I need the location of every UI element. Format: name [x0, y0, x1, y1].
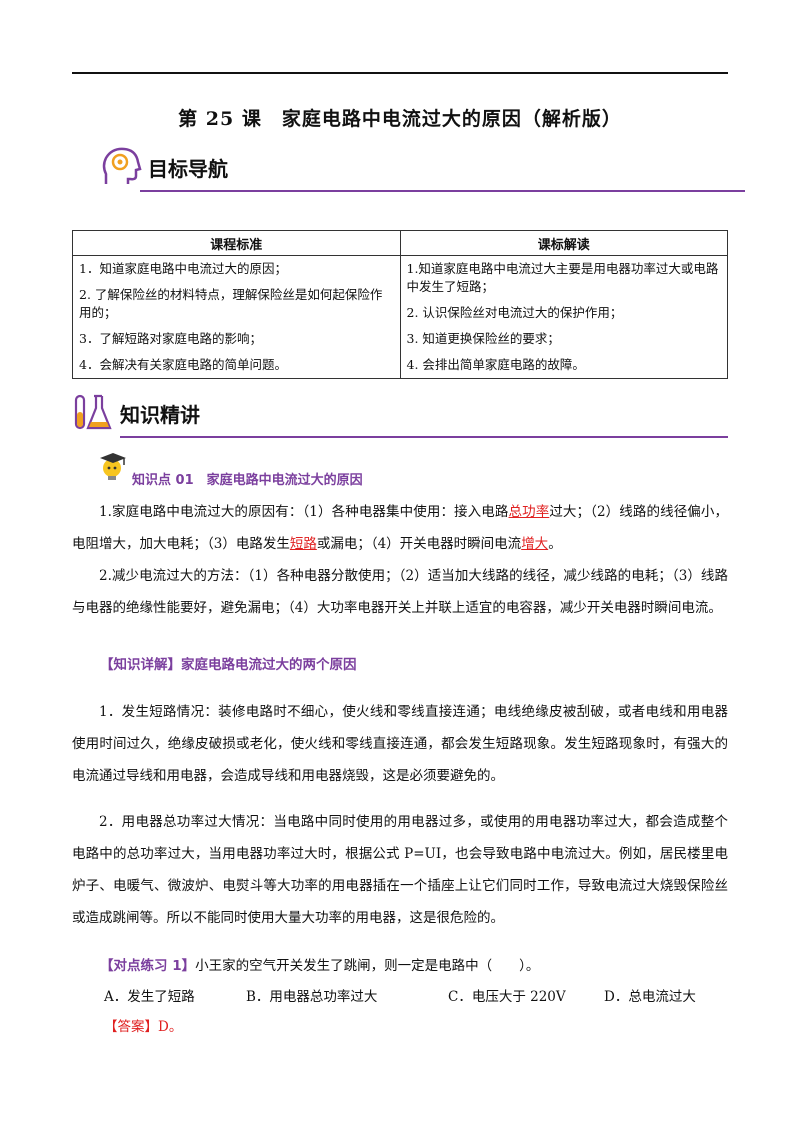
knowledge-section-header: 知识精讲 [72, 394, 728, 438]
section-underline [120, 436, 728, 438]
option-a: A．发生了短路 [104, 989, 195, 1005]
reason-text: 过大；（2）线路的线径偏小，电阻增大，加大电耗；（3）电路发生 [72, 504, 729, 552]
page-title: 第 25 课 家庭电路中电流过大的原因（解析版） [178, 108, 622, 130]
standard-item: 1．知道家庭电路中电流过大的原因； [79, 261, 287, 276]
standard-item: 2. 了解保险丝的材料特点，理解保险丝是如何起保险作用的； [79, 287, 383, 320]
standard-item: 3．了解短路对家庭电路的影响； [79, 331, 262, 346]
interpretation-item: 4. 会排出简单家庭电路的故障。 [406, 357, 585, 372]
option-b: B．用电器总功率过大 [246, 989, 378, 1005]
method-paragraph: 2.减少电流过大的方法：（1）各种电器分散使用；（2）适当加大线路的线径，减少线… [72, 568, 728, 616]
table-header-interpretation: 课标解读 [399, 230, 728, 256]
lab-flask-icon [74, 394, 112, 430]
detail-overload: 2．用电器总功率过大情况：当电路中同时使用的用电器过多，或使用的用电器功率过大，… [72, 814, 728, 926]
interpretation-item: 2. 认识保险丝对电流过大的保护作用； [406, 305, 623, 320]
detail-heading: 【知识详解】家庭电路电流过大的两个原因 [100, 657, 357, 673]
reason-text: 或漏电；（4）开关电器时瞬间电流 [316, 536, 522, 552]
interpretation-cell: 1.知道家庭电路中电流过大主要是用电器功率过大或电路中发生了短路； 2. 认识保… [399, 255, 728, 379]
option-d: D．总电流过大 [604, 989, 696, 1005]
standard-cell: 1．知道家庭电路中电流过大的原因； 2. 了解保险丝的材料特点，理解保险丝是如何… [72, 255, 401, 379]
highlight-increase: 增大 [521, 536, 549, 552]
graduate-bulb-icon [100, 453, 126, 480]
section-title-knowledge: 知识精讲 [120, 403, 200, 427]
goal-section-header: 目标导航 [100, 147, 745, 192]
standards-table: 课程标准 课标解读 1．知道家庭电路中电流过大的原因； 2. 了解保险丝的材料特… [72, 230, 728, 379]
head-brain-icon [102, 147, 142, 184]
highlight-total-power: 总功率 [508, 504, 550, 520]
reason-text: 。 [548, 536, 562, 552]
answer: 【答案】D。 [104, 1019, 183, 1035]
knowledge-point-title: 知识点 01 家庭电路中电流过大的原因 [132, 473, 363, 488]
option-c: C．电压大于 220V [448, 989, 566, 1005]
table-header-standard: 课程标准 [72, 230, 401, 256]
section-underline [140, 190, 745, 192]
top-rule [72, 72, 728, 74]
reason-text: 1.家庭电路中电流过大的原因有：（1）各种电器集中使用：接入电路 [99, 504, 509, 520]
exercise-question: 【对点练习 1】小王家的空气开关发生了跳闸，则一定是电路中（ ）。 [100, 954, 539, 974]
detail-short-circuit: 1．发生短路情况：装修电路时不细心，使火线和零线直接连通；电线绝缘皮被刮破，或者… [72, 704, 728, 784]
interpretation-item: 3. 知道更换保险丝的要求； [406, 331, 560, 346]
exercise-tag: 【对点练习 1】 [100, 958, 196, 974]
reason-paragraph: 1.家庭电路中电流过大的原因有：（1）各种电器集中使用：接入电路总功率过大；（2… [72, 496, 728, 560]
interpretation-item: 1.知道家庭电路中电流过大主要是用电器功率过大或电路中发生了短路； [406, 261, 719, 294]
highlight-short-circuit: 短路 [289, 536, 317, 552]
section-title-goal: 目标导航 [148, 157, 228, 181]
standard-item: 4．会解决有关家庭电路的简单问题。 [79, 357, 287, 372]
exercise-question-text: 小王家的空气开关发生了跳闸，则一定是电路中（ ）。 [195, 958, 540, 974]
